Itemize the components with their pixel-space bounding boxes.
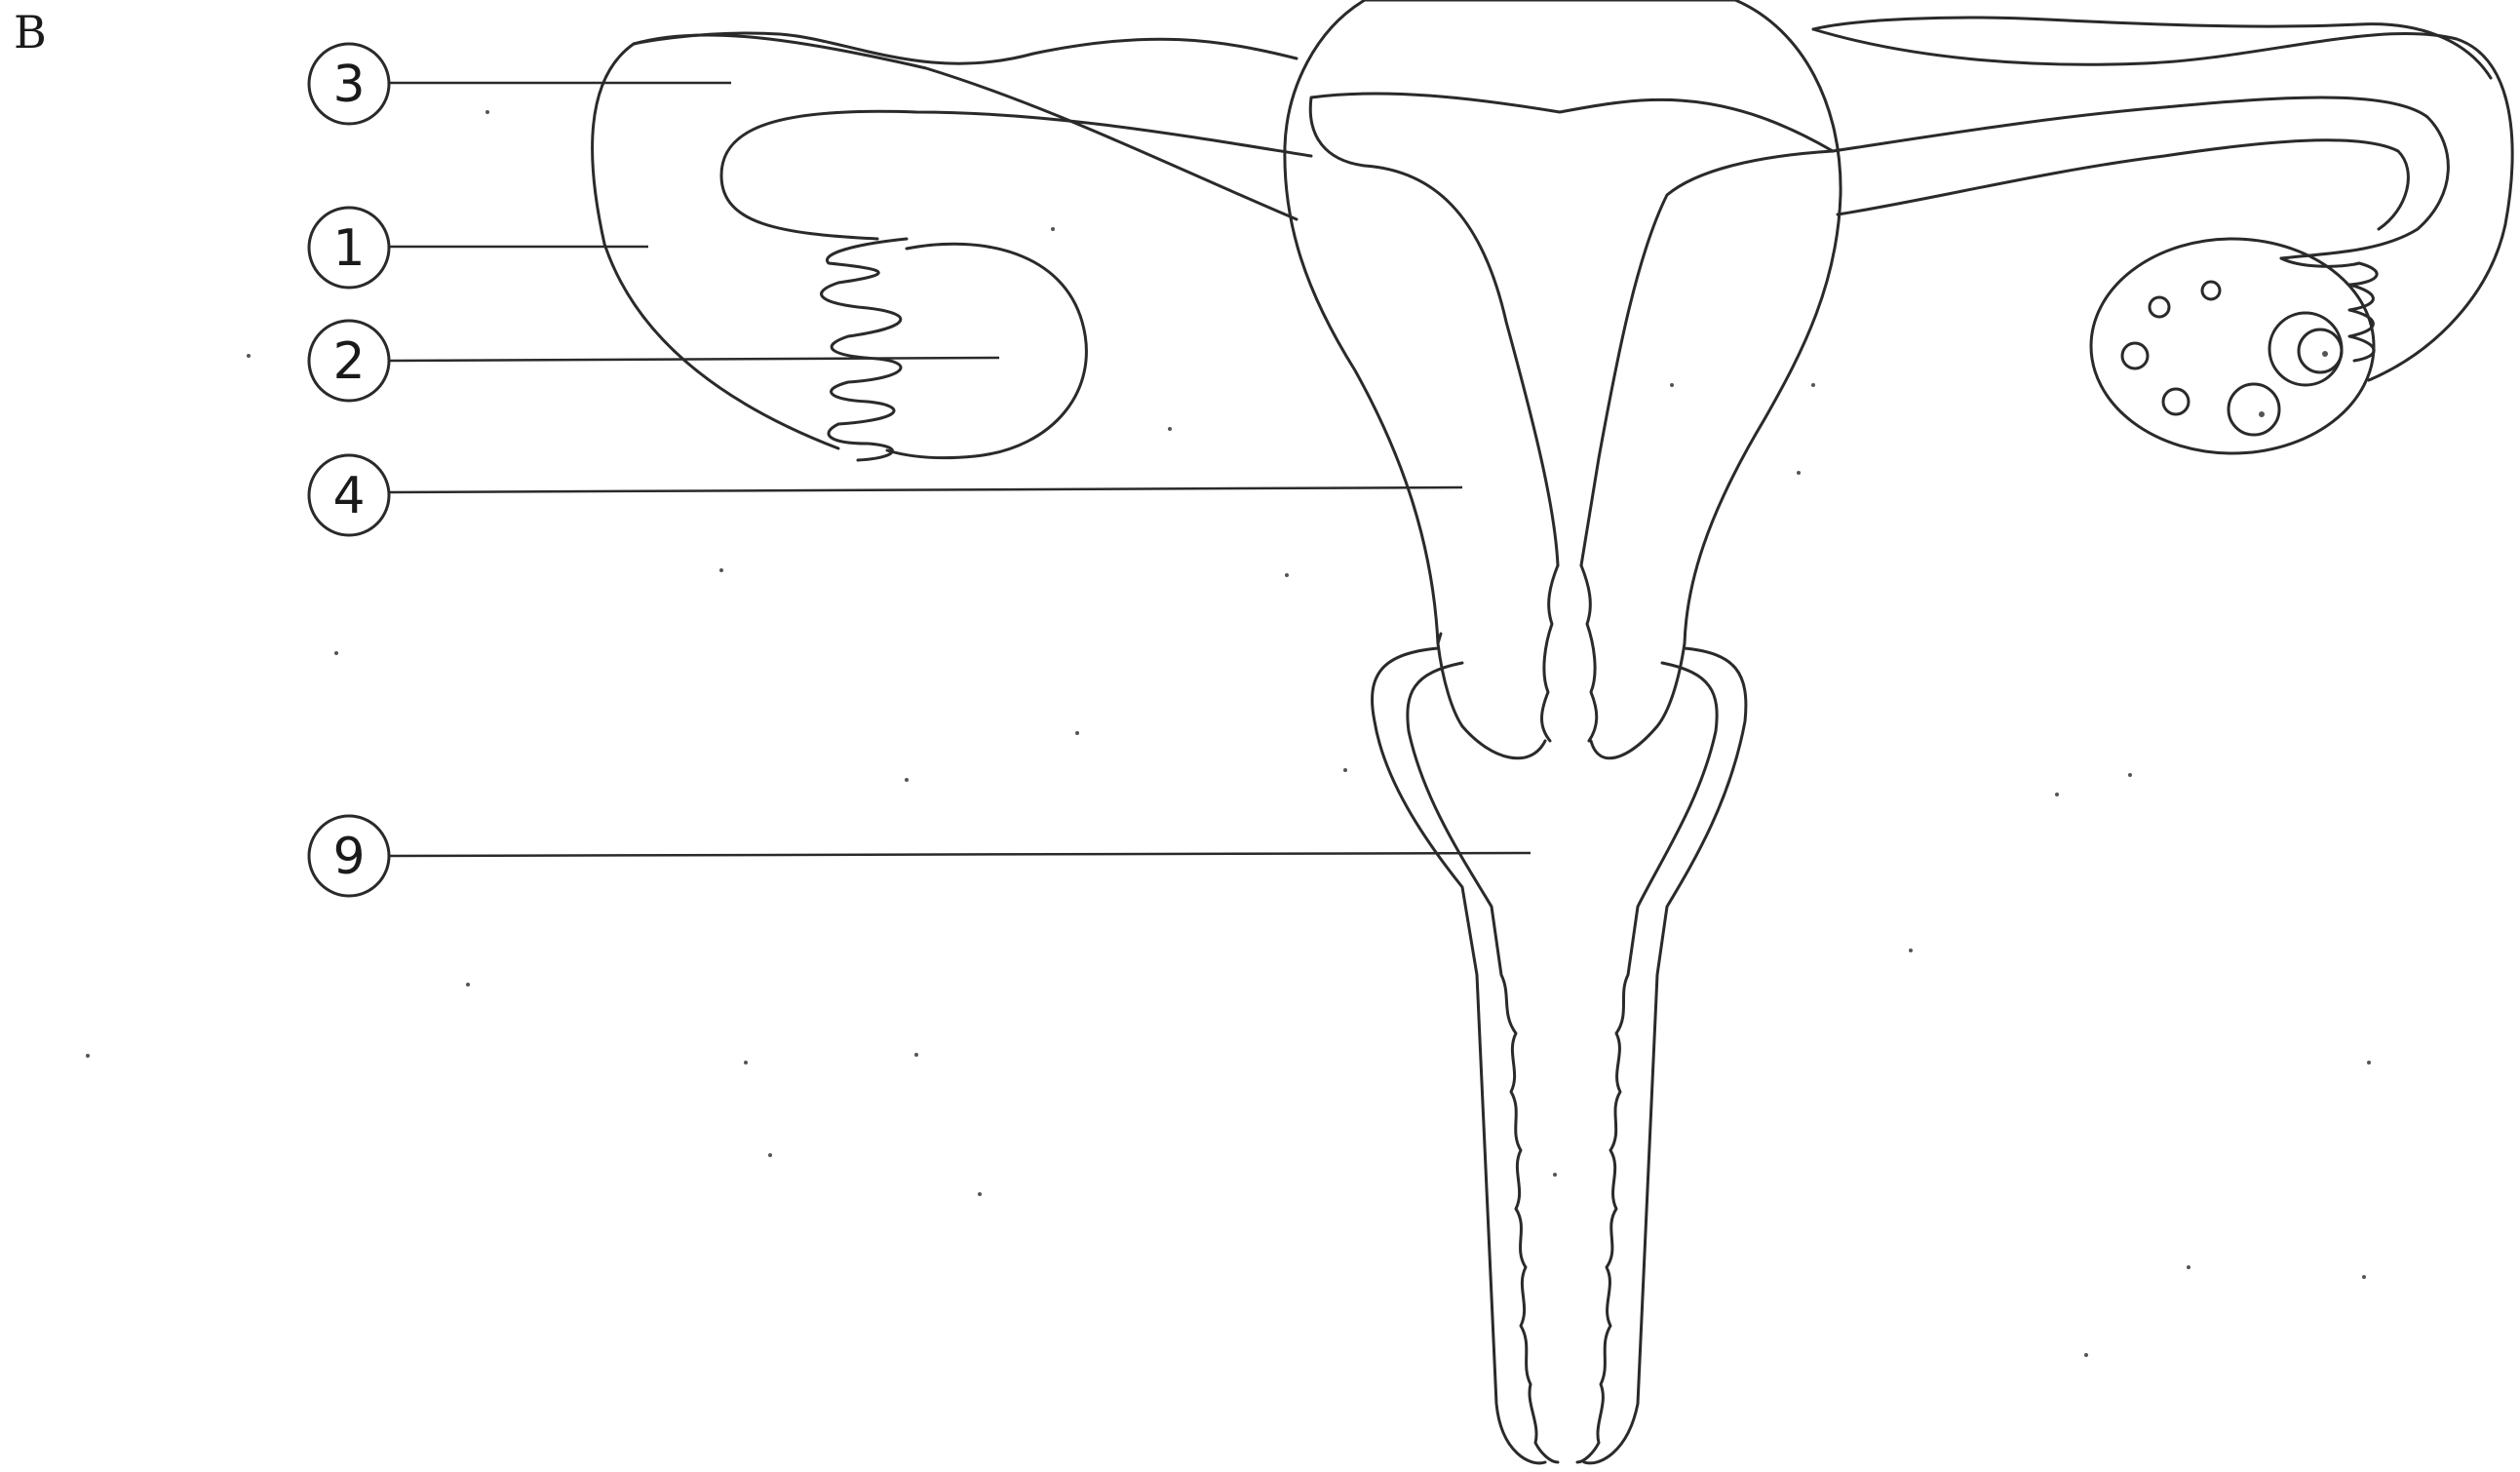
svg-text:1: 1 [332,219,365,278]
svg-text:9: 9 [332,828,365,886]
callout-3: 3 [309,44,389,124]
svg-text:3: 3 [332,56,365,114]
leader-4 [390,487,1462,492]
leader-9 [390,853,1531,856]
cervix [1438,643,1685,758]
follicle-1 [2150,297,2169,317]
follicle-dot-5 [2259,411,2265,417]
left-fimbriae [822,239,907,460]
right-fallopian-tube [1813,29,2512,380]
left-fallopian-tube-lumen [634,33,1297,63]
callout-4: 4 [309,455,389,535]
left-ovary [887,244,1086,457]
follicle-4 [2163,389,2189,414]
left-fallopian-tube [593,35,1297,448]
uterus-body [1285,0,1841,643]
right-fimbriae [2281,258,2377,361]
cervical-canal [1542,565,1597,741]
right-tube-wall [1838,140,2408,229]
svg-text:4: 4 [332,467,365,525]
vagina-outer [1373,648,1746,1463]
right-tube-lumen [1833,97,2448,258]
mature-follicle [2269,313,2342,385]
follicle-2 [2202,282,2220,299]
callout-9: 9 [309,816,389,896]
mature-follicle-dot [2322,351,2328,357]
leader-2 [390,358,999,361]
left-tube-inner [721,111,1311,239]
vagina-inner [1408,663,1717,1462]
follicle-3 [2122,343,2148,368]
uterine-cavity [1310,94,1833,565]
svg-text:2: 2 [332,332,365,391]
callout-1: 1 [309,208,389,288]
right-tube-upper [1813,18,2491,78]
callout-2: 2 [309,321,389,401]
mature-follicle-inner [2299,329,2342,372]
follicle-5 [2229,384,2279,435]
scan-specks [86,110,2371,1357]
